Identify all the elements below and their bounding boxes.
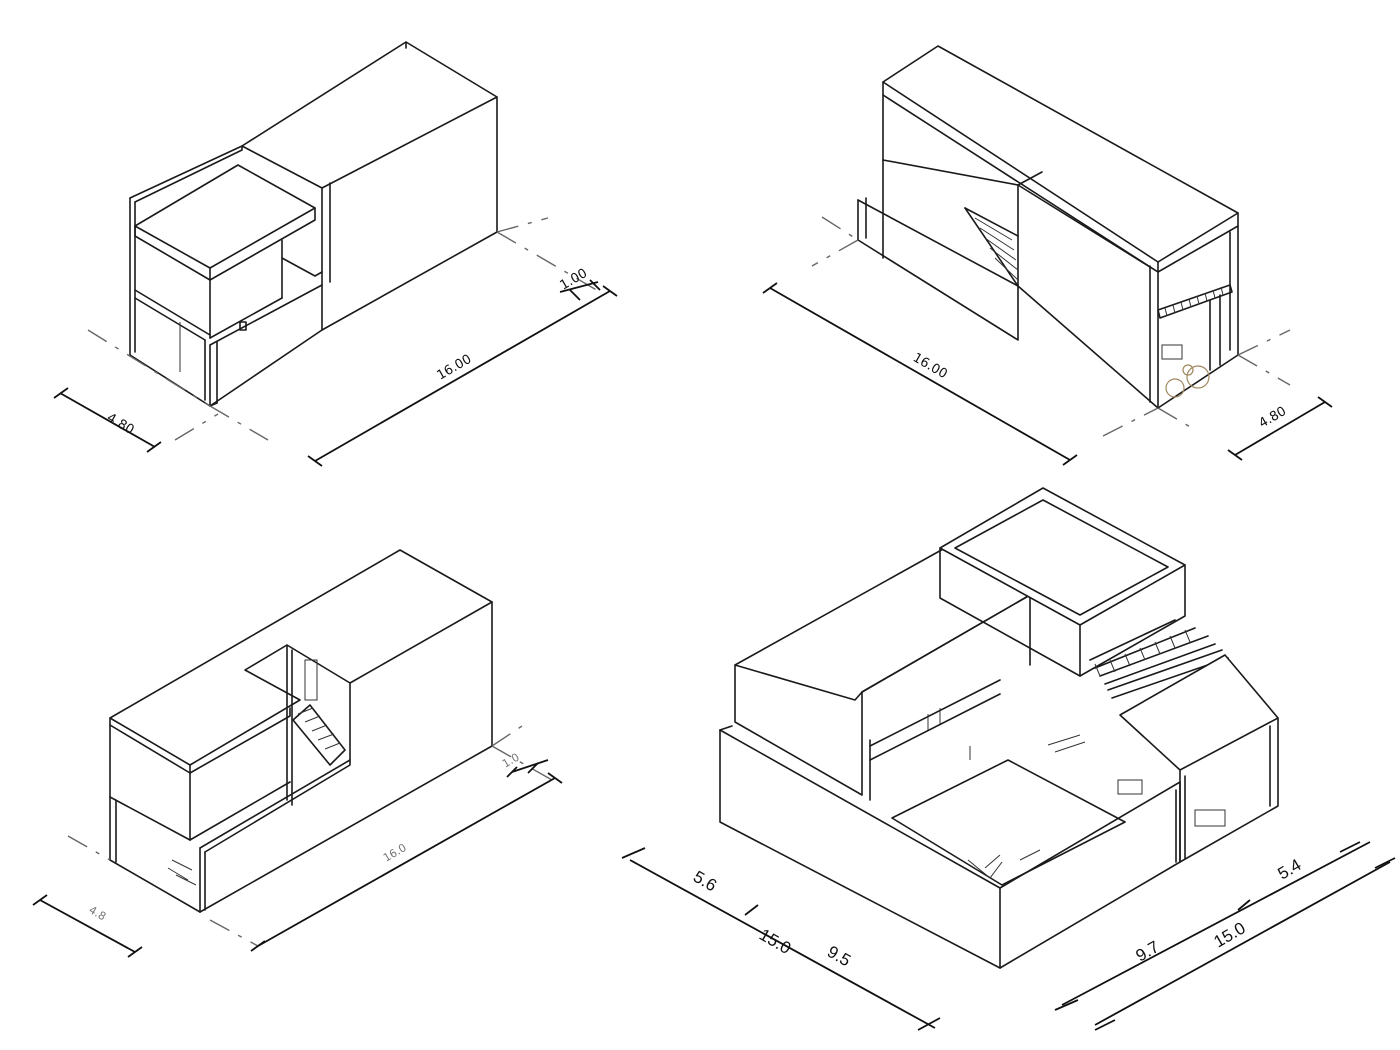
view-1-offset-label: 1.00	[558, 266, 591, 293]
view-4-left-seg-a-label: 5.6	[690, 867, 720, 895]
view-2-length-label: 16.00	[910, 350, 950, 382]
view-4-right-seg-a-label: 9.7	[1133, 937, 1163, 965]
view-1-length-dim-line	[314, 290, 611, 462]
view-1-length-label: 16.00	[435, 352, 475, 384]
view-4-right-box-roof	[1119, 654, 1279, 771]
view-3-width-label: 4.8	[87, 903, 109, 923]
view-4-axonometric: 5.6 15.0 9.5 9.7 5.4 15.0	[621, 487, 1396, 1031]
view-3-length-label: 16.0	[381, 841, 409, 865]
view-3-roof	[109, 549, 493, 766]
view-2-length-dim-line	[769, 287, 1071, 461]
view-2-plant-icon	[1165, 378, 1185, 398]
view-2-width-dim-line	[1234, 401, 1326, 456]
view-1-front-wall	[209, 284, 323, 407]
view-2-width-label: 4.80	[1257, 404, 1290, 431]
view-4-courtyard	[891, 759, 1126, 886]
view-4-right-dim-line	[1061, 841, 1371, 1006]
view-4-left-total-label: 15.0	[756, 925, 794, 958]
view-3-axonometric: 4.8 16.0 1.0	[32, 549, 563, 958]
view-3-offset-label: 1.0	[500, 751, 522, 771]
view-4-left-dim-line	[629, 859, 936, 1029]
view-2-axonometric: 16.00 4.80	[762, 45, 1333, 466]
view-1-axonometric: 4.80 16.00 1.00	[53, 41, 618, 467]
view-1-width-dim-line	[59, 392, 156, 448]
view-4-left-seg-b-label: 9.5	[824, 942, 854, 970]
view-1-roof-main	[241, 41, 498, 189]
